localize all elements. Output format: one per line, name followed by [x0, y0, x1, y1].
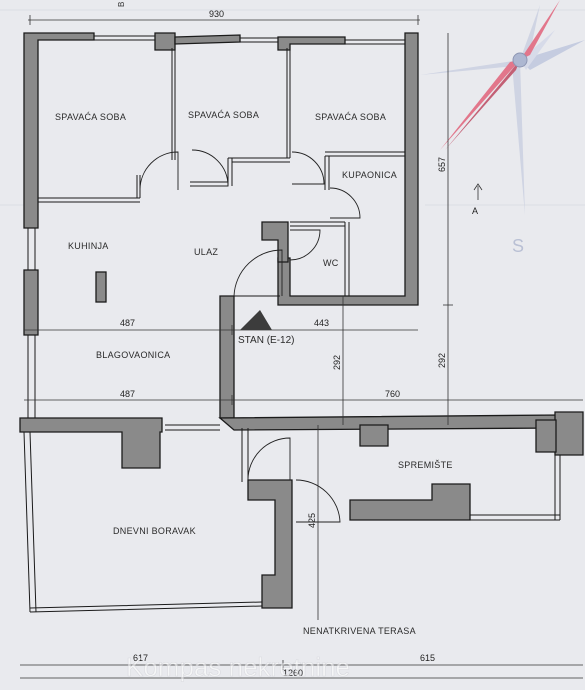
room-label-terrace: NENATKRIVENA TERASA — [303, 626, 416, 636]
wall-storage-block — [349, 483, 471, 521]
wall-living-divider — [247, 479, 293, 609]
wall-corridor-bottom — [218, 414, 561, 431]
dim-bottom-left: 617 — [133, 653, 148, 663]
dim-lower-left: 487 — [120, 389, 135, 399]
room-label-bathroom: KUPAONICA — [342, 170, 397, 180]
wall-right-upper — [277, 32, 419, 306]
dim-bottom-total: 1260 — [283, 668, 303, 678]
dim-upper-left: 487 — [120, 318, 135, 328]
kitchen-counter — [95, 271, 107, 303]
compass-rose-icon: S — [420, 0, 585, 256]
dim-mid-b: 292 — [437, 353, 447, 368]
room-label-living: DNEVNI BORAVAK — [113, 526, 196, 536]
wall-left-upper — [23, 32, 95, 229]
dim-terrace-height: 425 — [307, 513, 317, 528]
dim-lower-right: 760 — [385, 389, 400, 399]
dim-right-upper: 657 — [437, 157, 447, 172]
compass-letter: S — [512, 236, 524, 256]
dim-mid-a: 292 — [332, 355, 342, 370]
dim-upper-right: 443 — [314, 318, 329, 328]
wall-top-right — [277, 36, 346, 51]
top-dimension: 930 — [28, 9, 420, 25]
room-label-entrance: ULAZ — [194, 247, 218, 257]
walls — [19, 32, 584, 613]
unit-label: STAN (E-12) — [238, 335, 295, 346]
dimension-lines: 487 443 487 760 657 292 292 425 617 615 … — [20, 33, 583, 679]
room-label-storage: SPREMIŠTE — [398, 460, 453, 470]
room-label-bedroom-3: SPAVAĆA SOBA — [315, 112, 386, 122]
watermark-text: Kompas nekretnine — [126, 652, 350, 682]
door-swings — [139, 149, 361, 523]
room-label-bedroom-1: SPAVAĆA SOBA — [55, 112, 126, 122]
room-label-wc: WC — [323, 258, 339, 268]
wall-right-lower — [554, 411, 584, 456]
dim-bottom-right: 615 — [420, 653, 435, 663]
room-labels: SPAVAĆA SOBA SPAVAĆA SOBA SPAVAĆA SOBA K… — [55, 110, 453, 636]
room-label-dining: BLAGOVAONICA — [96, 350, 170, 360]
unit-triangle-icon — [240, 310, 272, 330]
dim-top-width: 930 — [209, 9, 224, 19]
section-marker: A — [472, 183, 483, 216]
room-label-bedroom-2: SPAVAĆA SOBA — [188, 110, 259, 120]
wall-entrance-core — [261, 221, 289, 263]
partial-top-letter: B — [117, 2, 126, 7]
room-label-kitchen: KUHINJA — [68, 241, 109, 251]
section-marker-label: A — [472, 206, 478, 216]
wall-top-middle — [174, 34, 241, 45]
wall-living-top — [19, 417, 163, 469]
